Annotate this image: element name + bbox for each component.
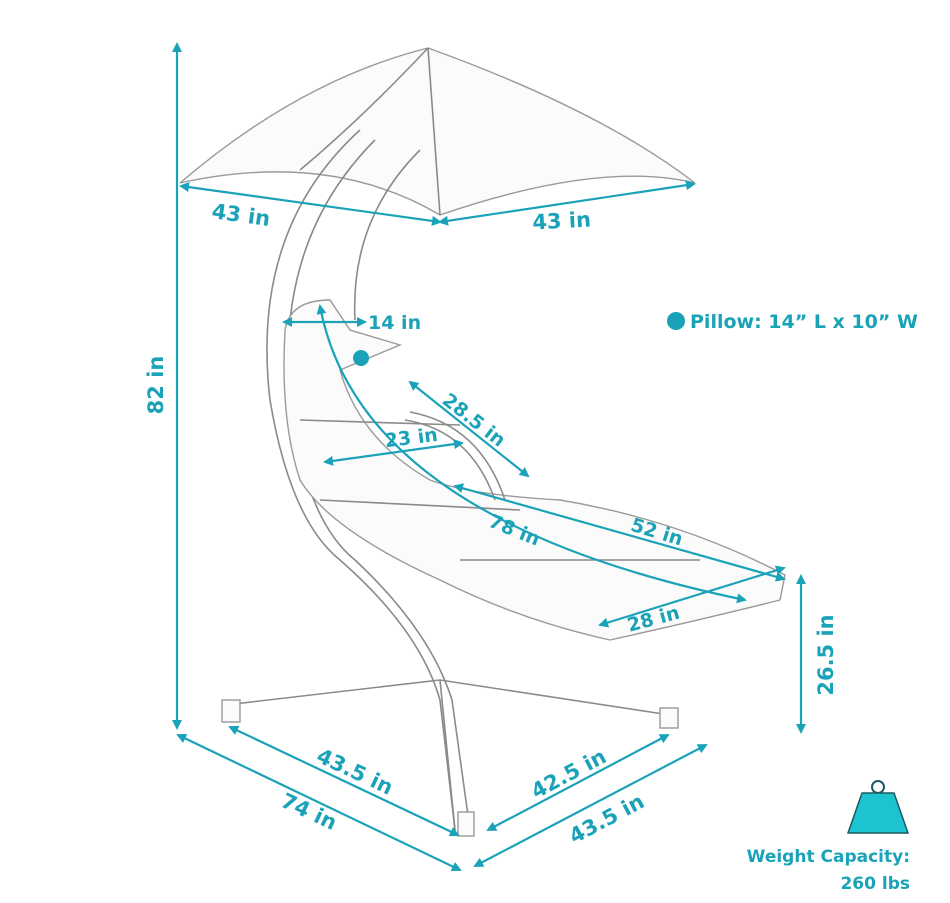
base-total-label: 74 in [277, 788, 340, 835]
chair-sketch [179, 47, 786, 837]
base-front-label: 42.5 in [527, 744, 610, 803]
seat-height-label: 26.5 in [814, 614, 838, 695]
canopy-right-label: 43 in [532, 207, 592, 234]
dimension-lines [172, 42, 806, 872]
pillow-width-label: 14 in [368, 312, 421, 334]
weight-capacity-value: 260 lbs [840, 874, 910, 894]
pillow-legend: Pillow: 14” L x 10” W [690, 311, 918, 333]
weight-icon [846, 780, 910, 834]
height-total-label: 82 in [144, 356, 168, 415]
pillow-marker [353, 350, 369, 366]
weight-capacity-label: Weight Capacity: [747, 847, 910, 867]
canopy-left-label: 43 in [210, 199, 271, 231]
armrest-label: 28.5 in [438, 389, 510, 452]
arc-frame [266, 129, 456, 831]
legend-dot [667, 312, 685, 330]
